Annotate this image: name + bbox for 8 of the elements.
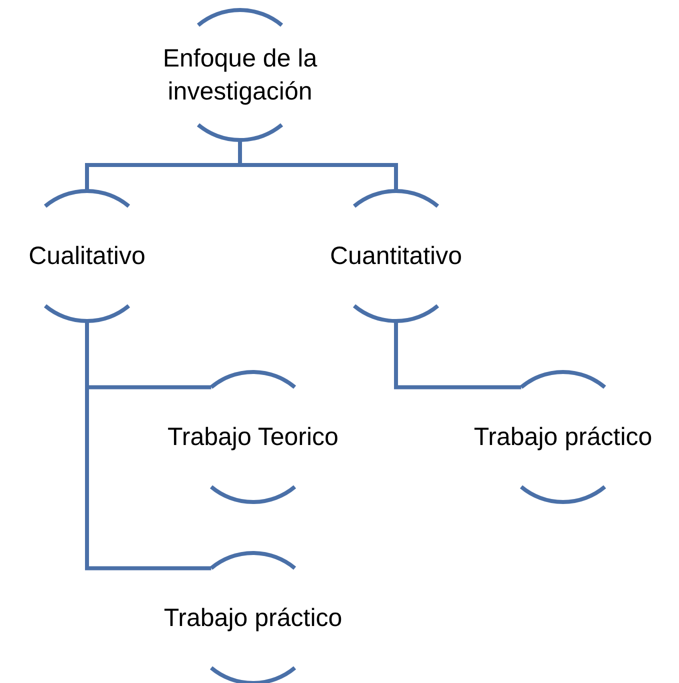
node-label: Cualitativo xyxy=(28,240,146,272)
node-label: Trabajo Teorico xyxy=(168,422,338,453)
node-label: Enfoque de la investigación xyxy=(162,44,318,107)
node-label: Cuantitativo xyxy=(330,240,462,272)
node-label: Trabajo práctico xyxy=(474,422,652,453)
connector-line xyxy=(85,321,212,570)
node-label: Trabajo práctico xyxy=(164,602,342,634)
connector-line xyxy=(394,321,522,390)
